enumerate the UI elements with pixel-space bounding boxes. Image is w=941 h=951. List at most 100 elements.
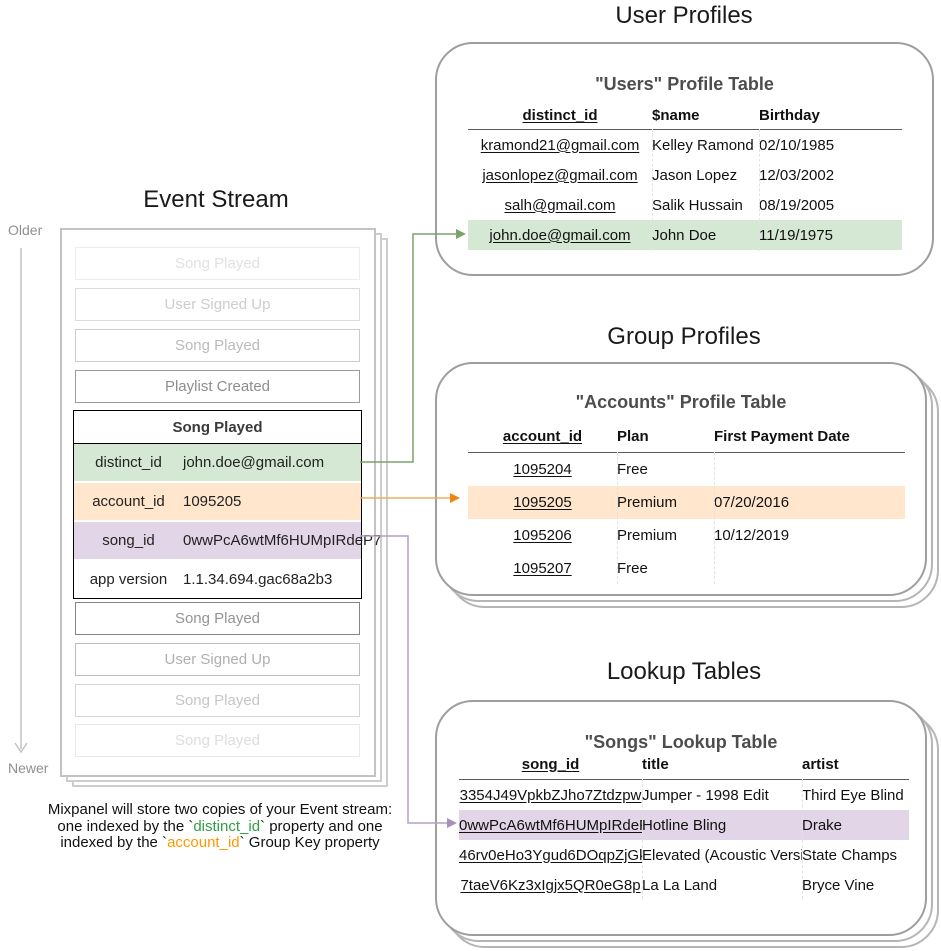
caption-text: ` Group Key property <box>239 834 380 851</box>
cell-plan: Premium <box>617 494 678 511</box>
column-header: First Payment Date <box>714 427 850 445</box>
accounts-table-header: account_id Plan First Payment Date <box>468 420 905 453</box>
users-table: distinct_id $name Birthday kramond21@gma… <box>468 101 902 251</box>
newer-label: Newer <box>8 760 49 776</box>
table-row: 3354J49VpkbZJho7Ztdzpw Jumper - 1998 Edi… <box>459 780 909 810</box>
cell-birthday: 12/03/2002 <box>759 166 835 184</box>
caption-line-1: Mixpanel will store two copies of your E… <box>47 801 393 818</box>
column-header: account_id <box>502 427 583 445</box>
cell-account-id: 1095205 <box>513 494 572 511</box>
event-box: Song Played <box>75 602 360 635</box>
songs-table: song_id title artist 3354J49VpkbZJho7Ztd… <box>459 749 909 900</box>
older-label: Older <box>8 222 43 238</box>
cell-song-id: 7taeV6Kz3xIgjx5QR0eG8p <box>460 876 641 894</box>
accounts-profile-card: "Accounts" Profile Table account_id Plan… <box>435 362 927 596</box>
users-table-header: distinct_id $name Birthday <box>468 101 902 130</box>
field-key: distinct_id <box>95 454 162 471</box>
cell-artist: State Champs <box>802 846 898 864</box>
column-separator <box>652 129 653 251</box>
cell-account-id: 1095204 <box>513 461 572 478</box>
users-table-title: "Users" Profile Table <box>595 74 774 94</box>
cell-song-id: 3354J49VpkbZJho7Ztdzpw <box>459 786 642 804</box>
column-header: Plan <box>617 427 649 445</box>
event-box: Song Played <box>75 247 360 280</box>
cell-birthday: 08/19/2005 <box>759 196 835 214</box>
cell-name: Salik Hussain <box>652 196 743 214</box>
cell-song-id: 0wwPcA6wtMf6HUMpIRdeP7 <box>459 816 642 834</box>
songs-table-header: song_id title artist <box>459 749 909 780</box>
event-box-label: Playlist Created <box>164 378 271 395</box>
cell-birthday: 11/19/1975 <box>759 226 833 244</box>
accounts-table: account_id Plan First Payment Date 10952… <box>468 420 905 585</box>
field-key: app version <box>89 571 168 588</box>
caption-line-2: one indexed by the `distinct_id` propert… <box>30 817 410 836</box>
event-box: Song Played <box>75 329 360 362</box>
cell-account-id: 1095206 <box>513 527 572 544</box>
caption-text: ` property and one <box>260 817 383 835</box>
table-row: 1095207 Free <box>468 552 905 585</box>
field-key: song_id <box>102 532 155 549</box>
table-row: kramond21@gmail.com Kelley Ramond 02/10/… <box>468 130 902 160</box>
column-separator <box>802 779 803 899</box>
column-header: song_id <box>521 755 580 773</box>
event-box-label: Song Played <box>174 732 261 749</box>
cell-title: Elevated (Acoustic Version) <box>642 846 802 864</box>
cell-plan: Premium <box>617 527 678 544</box>
songs-table-title: "Songs" Lookup Table <box>584 732 778 752</box>
cell-first-payment: 10/12/2019 <box>714 527 790 544</box>
field-row-distinct-id: distinct_id john.doe@gmail.com <box>74 444 361 483</box>
cell-birthday: 02/10/1985 <box>759 136 835 154</box>
field-row-song-id: song_id 0wwPcA6wtMf6HUMpIRdeP7 <box>74 522 381 561</box>
column-separator <box>714 452 715 584</box>
cell-artist: Bryce Vine <box>802 876 875 894</box>
cell-distinct-id: john.doe@gmail.com <box>489 226 631 244</box>
table-row: salh@gmail.com Salik Hussain 08/19/2005 <box>468 190 902 220</box>
cell-distinct-id: salh@gmail.com <box>504 196 616 214</box>
cell-name: Kelley Ramond <box>652 136 754 154</box>
field-row-app-version: app version 1.1.34.694.gac68a2b3 <box>74 561 361 598</box>
table-row: jasonlopez@gmail.com Jason Lopez 12/03/2… <box>468 160 902 190</box>
songs-lookup-card: "Songs" Lookup Table song_id title artis… <box>435 700 927 936</box>
event-box-label: User Signed Up <box>164 651 271 668</box>
event-box: Song Played <box>75 724 360 757</box>
column-separator <box>642 779 643 899</box>
cell-first-payment: 07/20/2016 <box>714 494 790 511</box>
field-value: john.doe@gmail.com <box>183 454 325 471</box>
table-row-highlighted: 0wwPcA6wtMf6HUMpIRdeP7 Hotline Bling Dra… <box>459 810 909 840</box>
column-header: artist <box>802 755 839 773</box>
accounts-table-title: "Accounts" Profile Table <box>575 392 787 412</box>
group-profiles-title: Group Profiles <box>607 323 761 350</box>
column-separator <box>617 452 618 584</box>
timeline-down-arrow-icon <box>14 742 28 754</box>
column-header: Birthday <box>759 106 820 124</box>
column-separator <box>759 129 760 251</box>
table-row-highlighted: john.doe@gmail.com John Doe 11/19/1975 <box>468 220 902 250</box>
event-stream-title: Event Stream <box>143 186 289 213</box>
account-id-code: account_id <box>167 834 240 851</box>
cell-song-id: 46rv0eHo3Ygud6DOqpZjGk <box>459 846 642 864</box>
field-row-account-id: account_id 1095205 <box>74 483 361 522</box>
cell-plan: Free <box>617 461 648 478</box>
field-value: 1095205 <box>183 493 242 510</box>
column-header: $name <box>652 106 700 124</box>
event-box-label: Song Played <box>174 255 261 272</box>
cell-account-id: 1095207 <box>513 560 572 577</box>
caption-text: one indexed by the ` <box>57 817 194 835</box>
table-row: 1095206 Premium 10/12/2019 <box>468 519 905 552</box>
expanded-event-card: Song Played distinct_id john.doe@gmail.c… <box>73 410 381 599</box>
event-box: Song Played <box>75 684 360 717</box>
table-row: 1095204 Free <box>468 453 905 486</box>
cell-plan: Free <box>617 560 648 577</box>
lookup-tables-title: Lookup Tables <box>606 658 762 685</box>
cell-artist: Drake <box>802 816 843 834</box>
table-row: 46rv0eHo3Ygud6DOqpZjGk Elevated (Acousti… <box>459 840 909 870</box>
footnote-caption: Mixpanel will store two copies of your E… <box>30 801 410 852</box>
users-profile-card: "Users" Profile Table distinct_id $name … <box>435 42 934 276</box>
event-box: User Signed Up <box>75 643 360 676</box>
cell-title: Jumper - 1998 Edit <box>642 786 769 804</box>
table-row: 7taeV6Kz3xIgjx5QR0eG8p La La Land Bryce … <box>459 870 909 900</box>
event-box-label: User Signed Up <box>164 296 271 313</box>
cell-name: Jason Lopez <box>652 166 738 184</box>
field-value: 0wwPcA6wtMf6HUMpIRdeP7 <box>183 532 382 549</box>
